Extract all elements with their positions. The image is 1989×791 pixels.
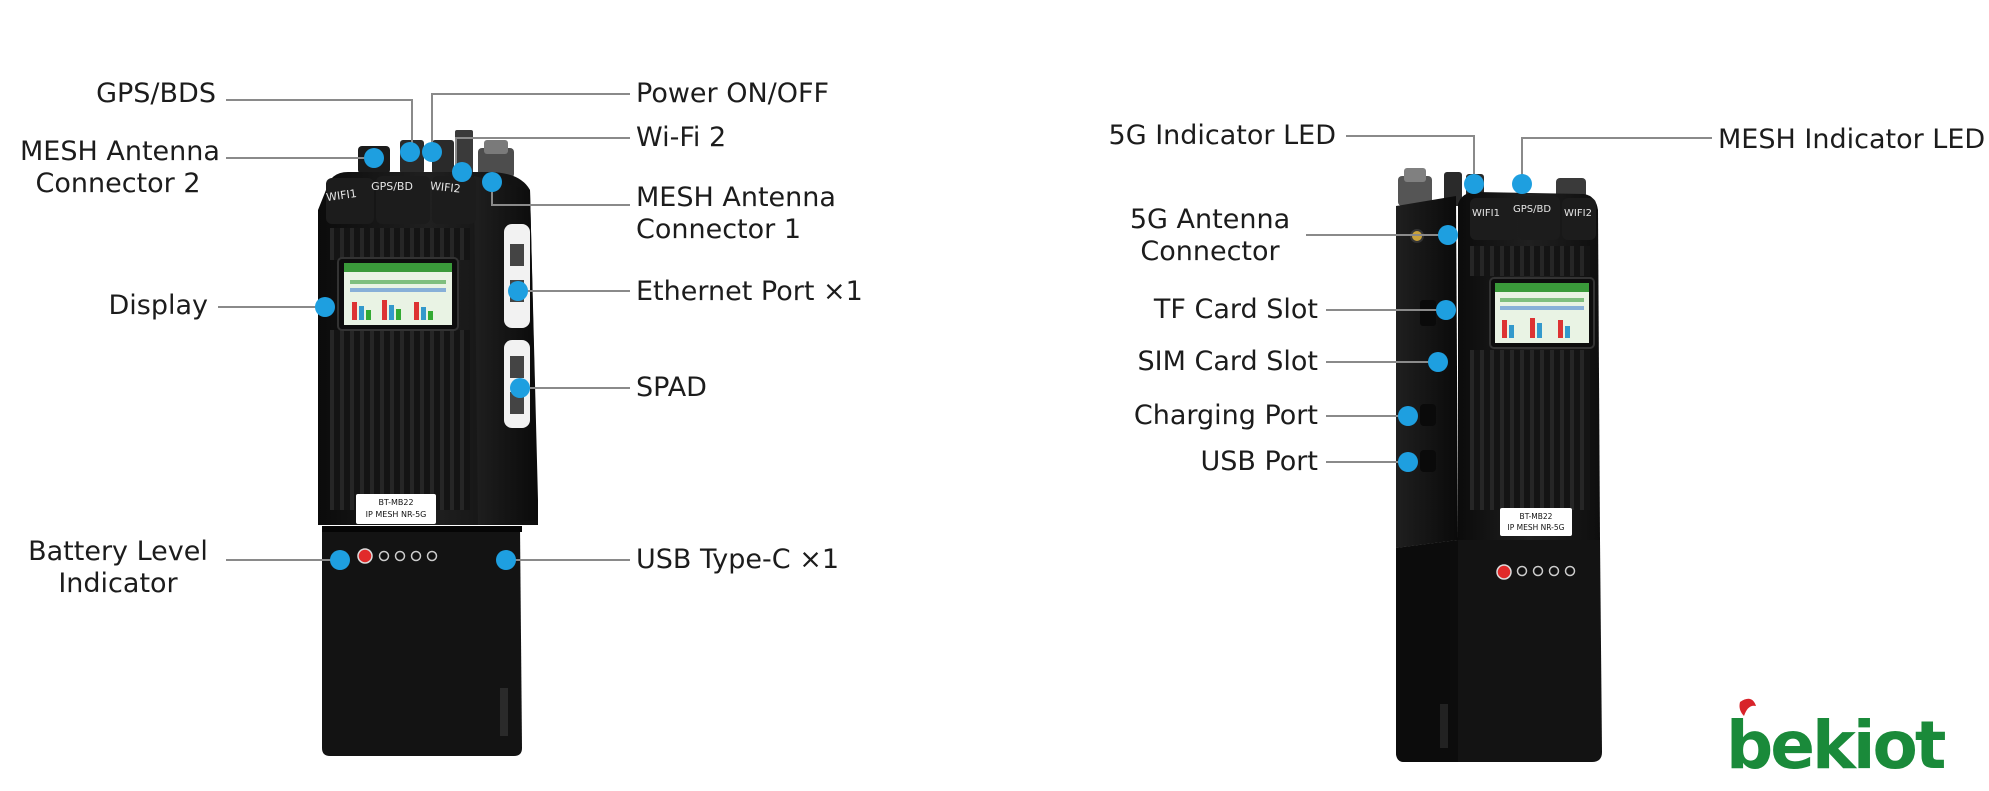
right-port-label-gpsbd: GPS/BD xyxy=(1513,204,1551,215)
callout-tf-card: TF Card Slot xyxy=(1153,294,1318,325)
callout-gps-bds: GPS/BDS xyxy=(96,78,216,109)
right-callout-dots xyxy=(1398,174,1532,472)
callout-mesh-antenna-1: MESH Antenna Connector 1 xyxy=(636,182,836,246)
right-device: WIFI1 GPS/BD WIFI2 BT-MB22 IP MESH NR xyxy=(1396,168,1602,762)
callout-sim-card: SIM Card Slot xyxy=(1137,346,1318,377)
callout-5g-antenna-line2: Connector xyxy=(1140,236,1280,267)
right-model-line2: IP MESH NR-5G xyxy=(1508,523,1565,532)
left-device: WIFI1 GPS/BD WIFI2 xyxy=(318,130,538,756)
left-battery-leds xyxy=(357,548,438,564)
left-display xyxy=(337,257,459,331)
right-display xyxy=(1489,277,1595,349)
callout-mesh-antenna-1-line2: Connector 1 xyxy=(636,214,802,245)
left-callout-dots xyxy=(315,142,530,570)
callout-wifi2: Wi-Fi 2 xyxy=(636,122,727,153)
logo-text: bekiot xyxy=(1726,707,1946,780)
callout-mesh-antenna-2-line2: Connector 2 xyxy=(35,168,201,199)
callout-mesh-led: MESH Indicator LED xyxy=(1718,124,1986,155)
callout-mesh-antenna-2-line1: MESH Antenna xyxy=(20,136,220,167)
right-port-label-wifi2: WIFI2 xyxy=(1564,208,1592,219)
right-leader-lines xyxy=(1306,135,1712,463)
bekiot-logo: bekiot xyxy=(1726,698,1949,780)
right-model-line1: BT-MB22 xyxy=(1520,512,1553,521)
left-model-line1: BT-MB22 xyxy=(378,498,413,507)
callout-mesh-antenna-1-line1: MESH Antenna xyxy=(636,182,836,213)
left-port-label-wifi2: WIFI2 xyxy=(429,179,461,195)
left-model-line2: IP MESH NR-5G xyxy=(366,510,427,519)
callout-ethernet: Ethernet Port ×1 xyxy=(636,276,863,307)
right-battery-leds xyxy=(1496,564,1576,580)
callout-battery-level-line1: Battery Level xyxy=(28,536,208,567)
callout-5g-antenna: 5G Antenna Connector xyxy=(1120,204,1300,268)
callout-usb-type-c: USB Type-C ×1 xyxy=(636,544,840,575)
right-port-label-wifi1: WIFI1 xyxy=(1472,208,1500,219)
callout-spad: SPAD xyxy=(636,372,707,403)
left-leader-lines xyxy=(218,93,630,561)
callout-5g-led: 5G Indicator LED xyxy=(1108,120,1336,151)
callout-display: Display xyxy=(108,290,208,321)
callout-mesh-antenna-2: MESH Antenna Connector 2 xyxy=(20,136,220,200)
left-port-label-gpsbd: GPS/BD xyxy=(371,180,413,193)
callout-charging: Charging Port xyxy=(1133,400,1318,431)
callout-power: Power ON/OFF xyxy=(636,78,830,109)
left-port-label-wifi1: WIFI1 xyxy=(325,187,357,204)
callout-5g-antenna-line1: 5G Antenna xyxy=(1129,204,1291,235)
callout-usb: USB Port xyxy=(1200,446,1318,477)
callout-battery-level: Battery Level Indicator xyxy=(20,536,216,600)
callout-battery-level-line2: Indicator xyxy=(58,568,178,599)
